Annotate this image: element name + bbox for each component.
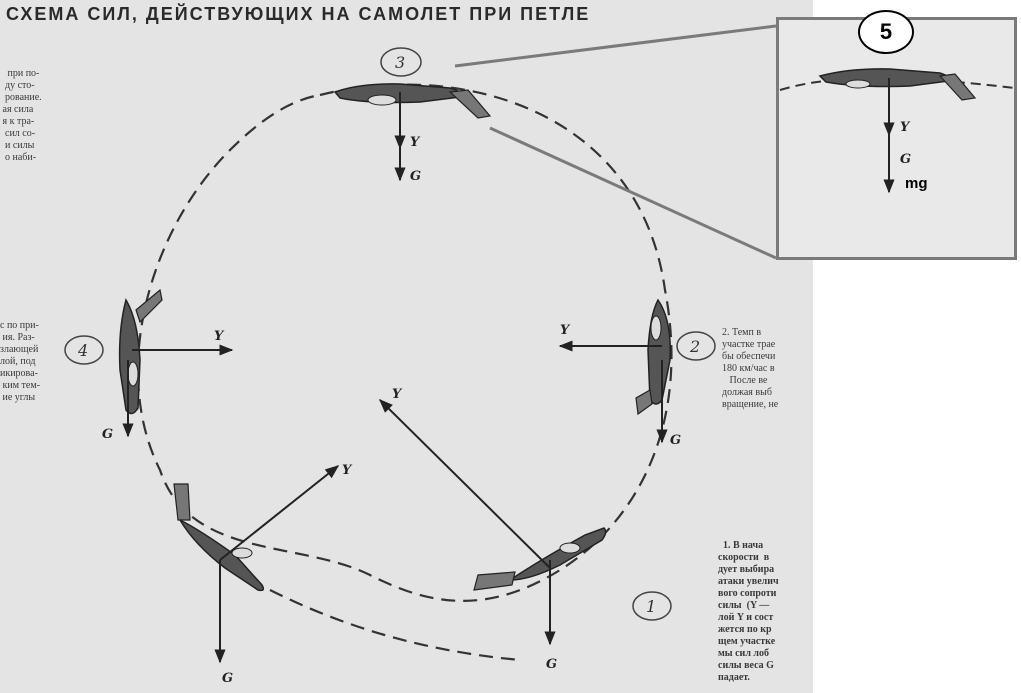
zoom-inset-mg-label: mg [905, 175, 928, 192]
loop-trajectory-exit [269, 589, 521, 662]
position-marker-4: 4 [64, 335, 104, 365]
zoom-inset-box [776, 17, 1017, 260]
svg-text:1: 1 [646, 597, 656, 616]
position-marker-1: 1 [632, 591, 672, 621]
zoom-label-y: Y [900, 120, 911, 135]
zoom-inset-number: 5 [858, 10, 914, 54]
side-text-left-top: при по- ду сто- рование. ая сила я к тра… [2, 68, 42, 163]
svg-text:3: 3 [395, 53, 405, 72]
label-y-pos3: Y [410, 135, 421, 150]
label-y-pos2: Y [560, 323, 571, 338]
label-g-pos1: G [546, 657, 557, 672]
diagram-title: СХЕМА СИЛ, ДЕЙСТВУЮЩИХ НА САМОЛЕТ ПРИ ПЕ… [6, 4, 591, 24]
label-g-lower-left: G [222, 671, 233, 686]
inset-connector-top [454, 24, 777, 68]
aircraft-lower-left [173, 483, 265, 592]
zoom-inset-content [779, 68, 1016, 194]
svg-text:2: 2 [689, 337, 700, 356]
svg-text:4: 4 [77, 341, 88, 360]
label-y-pos4: Y [214, 329, 225, 344]
position-marker-3: 3 [380, 47, 422, 77]
force-arrow-y-pos1 [379, 399, 551, 569]
zoom-label-g: G [900, 152, 911, 167]
side-text-right-middle: 2. Темп в участке трае бы обеспечи 180 к… [722, 327, 779, 410]
aircraft-position-4 [118, 288, 163, 415]
label-g-pos2: G [670, 433, 681, 448]
label-y-pos1: Y [392, 387, 403, 402]
inset-connector-bottom [489, 126, 777, 260]
side-text-right-bottom: 1. В нача скорости в дует выбира атаки у… [718, 540, 779, 683]
position-marker-2: 2 [676, 331, 716, 361]
side-text-left-middle: с по при- ия. Раз- злающей лой, под икир… [0, 320, 41, 403]
label-g-pos4: G [102, 427, 113, 442]
force-arrow-y-lower-left [219, 465, 340, 561]
loop-trajectory [136, 83, 673, 602]
label-y-lower-left: Y [342, 463, 353, 478]
label-g-pos3: G [410, 169, 421, 184]
aircraft-position-2 [635, 298, 671, 416]
aircraft-position-3 [333, 83, 492, 119]
